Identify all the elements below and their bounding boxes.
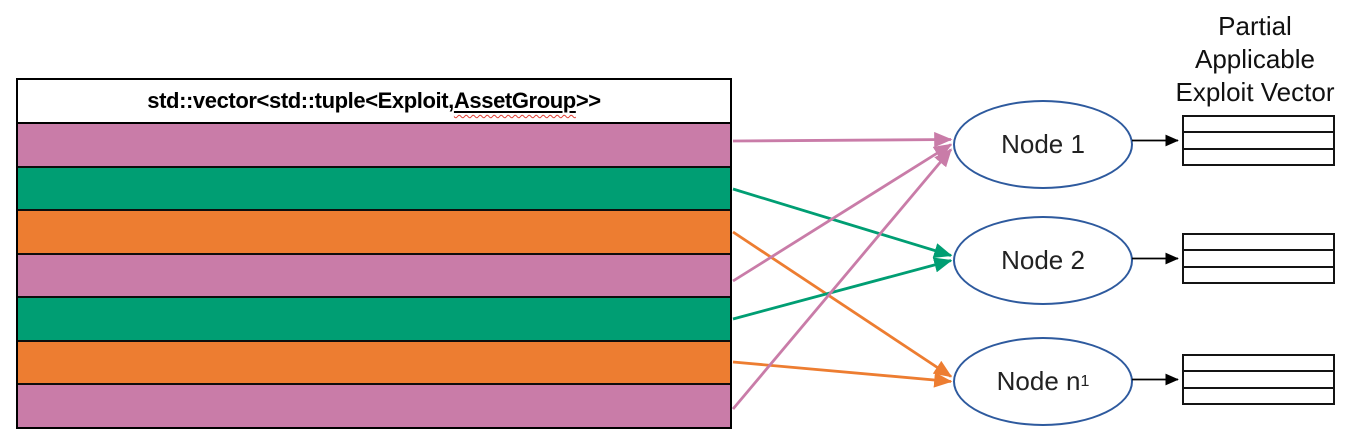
node-2-label: Node 2 bbox=[1001, 245, 1085, 275]
ptable-cell bbox=[1184, 356, 1333, 373]
arrow-row7-to-node1 bbox=[731, 148, 953, 410]
vector-row-orange bbox=[18, 341, 730, 386]
partial-exploit-vector-table-3 bbox=[1182, 354, 1335, 405]
vector-title-suffix: >> bbox=[575, 88, 601, 113]
right-label: Partial Applicable Exploit Vector bbox=[1155, 10, 1351, 109]
arrow-row3-to-node3 bbox=[732, 230, 953, 378]
node-n1-label: Node n bbox=[996, 366, 1081, 396]
ptable-cell bbox=[1184, 389, 1333, 403]
vector-title-underlined: AssetGroup bbox=[454, 88, 576, 114]
arrow-row6-to-node3 bbox=[732, 360, 953, 388]
ptable-cell bbox=[1184, 372, 1333, 389]
partial-exploit-vector-table-1 bbox=[1182, 115, 1335, 166]
ptable-cell bbox=[1184, 117, 1333, 134]
vector-rows bbox=[18, 124, 730, 428]
node-1-label: Node 1 bbox=[1001, 129, 1085, 159]
node-2-ellipse: Node 2 bbox=[953, 216, 1133, 305]
ptable-cell bbox=[1184, 268, 1333, 282]
vector-box-title: std::vector<std::tuple<Exploit, AssetGro… bbox=[18, 80, 730, 124]
arrow-row5-to-node2 bbox=[732, 257, 953, 321]
vector-row-green bbox=[18, 167, 730, 212]
spellcheck-squiggle: AssetGroup bbox=[453, 88, 576, 113]
arrow-row1-to-node1 bbox=[732, 131, 953, 148]
right-label-line-2: Applicable bbox=[1195, 44, 1315, 74]
ptable-cell bbox=[1184, 133, 1333, 150]
node-1-ellipse: Node 1 bbox=[953, 100, 1133, 189]
vector-row-orange bbox=[18, 211, 730, 255]
arrow-row2-to-node2 bbox=[732, 187, 953, 258]
ptable-cell bbox=[1184, 251, 1333, 268]
ptable-cell bbox=[1184, 150, 1333, 164]
ptable-cell bbox=[1184, 235, 1333, 252]
vector-row-pink bbox=[18, 254, 730, 299]
vector-row-pink bbox=[18, 124, 730, 168]
arrow-row4-to-node1 bbox=[732, 143, 953, 283]
vector-row-pink bbox=[18, 385, 730, 428]
right-label-line-1: Partial bbox=[1218, 11, 1292, 41]
vector-box: std::vector<std::tuple<Exploit, AssetGro… bbox=[16, 78, 732, 429]
partial-exploit-vector-table-2 bbox=[1182, 233, 1335, 284]
vector-row-green bbox=[18, 298, 730, 342]
right-label-line-3: Exploit Vector bbox=[1175, 77, 1335, 107]
vector-title-prefix: std::vector<std::tuple<Exploit, bbox=[147, 88, 454, 113]
